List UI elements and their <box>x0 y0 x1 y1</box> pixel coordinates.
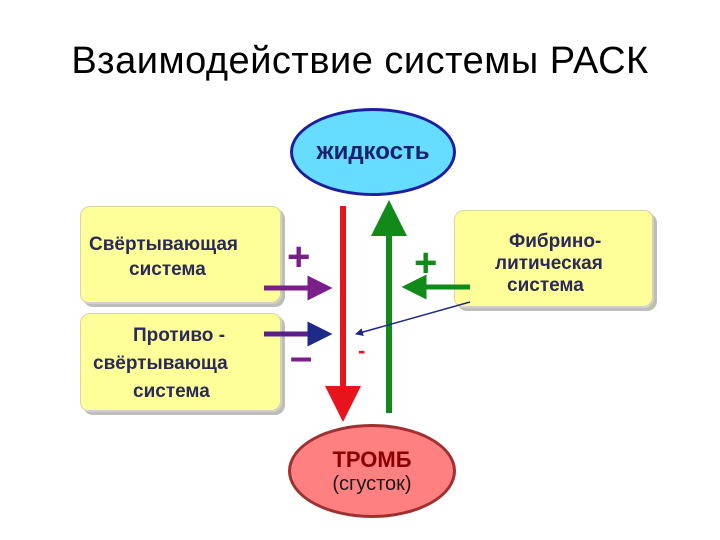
fibrinolytic-line1: Фибрино- <box>509 231 602 252</box>
fibrinolytic-line2: литическая <box>495 253 603 274</box>
page-title: Взаимодействие системы РАСК <box>71 40 649 82</box>
anticoagulation-system-box: Противо - свёртывающа система <box>80 313 282 412</box>
liquid-label: жидкость <box>316 138 430 165</box>
thin-inhibition-line <box>355 301 471 336</box>
thrombus-node: ТРОМБ (сгусток) <box>288 424 456 518</box>
thrombus-sublabel: (сгусток) <box>332 472 412 495</box>
coagulation-system-box: Свёртывающая система <box>80 206 282 304</box>
plus-sign-right: + <box>414 241 437 285</box>
anticoagulation-line1: Противо - <box>133 325 226 346</box>
fibrinolytic-line3: система <box>507 275 584 296</box>
anticoagulation-line2: свёртывающа <box>93 353 228 374</box>
coagulation-line1: Свёртывающая <box>89 234 238 255</box>
plus-sign-left: + <box>287 235 310 279</box>
coagulation-line2: система <box>129 259 206 280</box>
liquid-node: жидкость <box>290 108 456 196</box>
minus-sign-left: – <box>290 335 312 379</box>
anticoagulation-line3: система <box>133 381 210 402</box>
thrombus-label: ТРОМБ <box>332 446 412 472</box>
fibrinolytic-system-box: Фибрино- литическая система <box>454 210 654 308</box>
minus-sign-small: - <box>358 338 365 363</box>
